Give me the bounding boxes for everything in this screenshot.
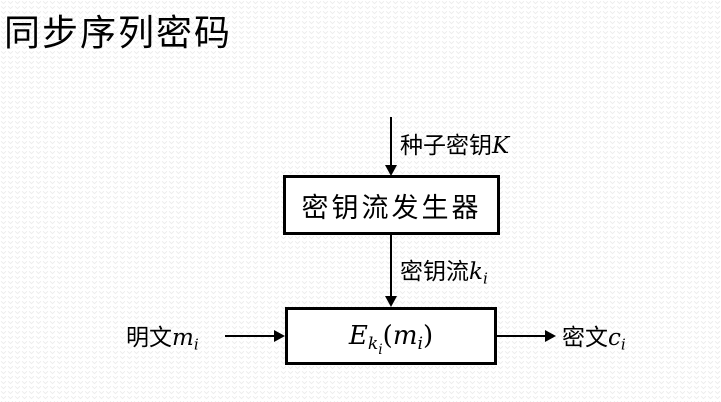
seed-key-label: 种子密钥K	[400, 126, 509, 160]
keystream-arrow	[384, 235, 397, 307]
keystream-generator-box: 密钥流发生器	[283, 175, 500, 235]
encryption-box: Eki(mi)	[285, 307, 497, 365]
keystream-variable: k	[469, 259, 483, 285]
plaintext-variable: m	[172, 325, 194, 351]
arrow-shaft	[225, 334, 274, 337]
formula-lparen: (	[382, 321, 393, 351]
formula-sub-base: k	[367, 333, 379, 354]
keystream-variable-subscript: i	[482, 269, 488, 288]
seed-key-arrow	[384, 117, 397, 176]
keystream-label-text: 密钥流	[400, 259, 469, 285]
arrow-head-down-icon	[384, 296, 397, 307]
arrow-head-right-icon	[545, 329, 556, 342]
ciphertext-label: 密文ci	[562, 318, 626, 352]
arrow-shaft	[389, 235, 392, 296]
ciphertext-arrow	[497, 329, 556, 342]
ciphertext-variable-subscript: i	[620, 335, 626, 354]
formula-func: E	[348, 321, 368, 351]
seed-key-label-text: 种子密钥	[400, 133, 492, 159]
plaintext-label: 明文mi	[126, 318, 199, 352]
plaintext-label-text: 明文	[126, 325, 172, 351]
encryption-formula: Eki(mi)	[348, 321, 434, 356]
arrow-shaft	[389, 117, 392, 165]
arrow-shaft	[497, 334, 545, 337]
plaintext-arrow	[225, 329, 285, 342]
keystream-label: 密钥流ki	[400, 252, 488, 286]
formula-arg: m	[392, 321, 418, 351]
seed-key-variable: K	[492, 133, 510, 159]
formula-rparen: )	[422, 321, 434, 351]
keystream-generator-label: 密钥流发生器	[301, 192, 482, 224]
arrow-head-right-icon	[274, 329, 285, 342]
plaintext-variable-subscript: i	[193, 335, 199, 354]
ciphertext-label-text: 密文	[562, 325, 608, 351]
ciphertext-variable: c	[608, 325, 621, 351]
page-title: 同步序列密码	[4, 13, 233, 54]
